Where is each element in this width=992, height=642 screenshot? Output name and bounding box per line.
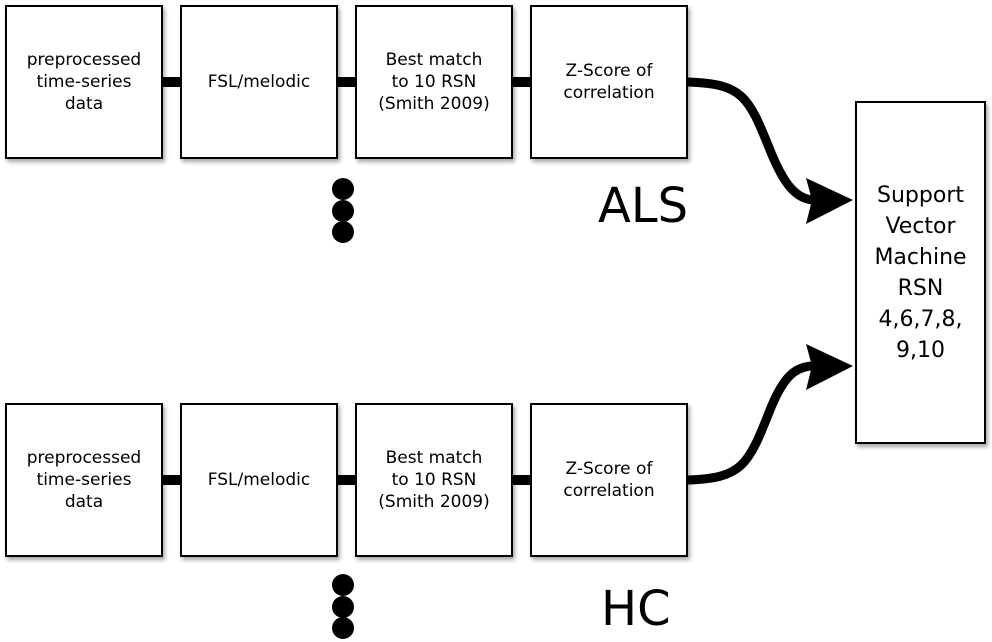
hc-group-label: HC: [601, 581, 671, 637]
node-text-line: Support: [877, 182, 964, 208]
node-text-line: 4,6,7,8,: [878, 306, 963, 332]
connector-bar: [513, 475, 530, 485]
connector-bar: [163, 475, 180, 485]
continuation-dot: [332, 200, 354, 222]
node-text-line: to 10 RSN: [391, 470, 477, 490]
node-text-line: Z-Score of: [565, 61, 653, 81]
node-text-line: Best match: [385, 448, 483, 468]
node-text-line: to 10 RSN: [391, 72, 477, 92]
hc-step-melodic: FSL/melodic: [180, 403, 338, 557]
als-step-best-match: Best match to 10 RSN (Smith 2009): [355, 5, 513, 159]
node-text-line: Vector: [885, 213, 956, 239]
node-text-line: (Smith 2009): [378, 94, 490, 114]
node-text-line: Best match: [385, 50, 483, 70]
node-text-line: 9,10: [896, 337, 945, 363]
hc-step-best-match: Best match to 10 RSN (Smith 2009): [355, 403, 513, 557]
continuation-dot: [332, 221, 354, 243]
node-text-line: preprocessed: [26, 448, 142, 468]
hc-arrow-curve: [683, 361, 817, 485]
connector-bar: [163, 77, 180, 87]
node-text-line: (Smith 2009): [378, 492, 490, 512]
node-text-line: RSN: [897, 275, 944, 301]
continuation-dot: [332, 617, 354, 639]
node-text-line: preprocessed: [26, 50, 142, 70]
svm-classifier-box: Support Vector Machine RSN 4,6,7,8, 9,10: [855, 101, 986, 444]
node-text-line: time-series: [36, 470, 132, 490]
node-text-line: Machine: [874, 244, 967, 270]
als-step-zscore: Z-Score of correlation: [530, 5, 688, 159]
node-text-line: FSL/melodic: [207, 470, 311, 490]
node-text-line: data: [64, 492, 104, 512]
node-text-line: correlation: [563, 481, 655, 501]
continuation-dot: [332, 596, 354, 618]
connector-bar: [338, 77, 355, 87]
continuation-dot: [332, 574, 354, 596]
hc-step-preprocessed: preprocessed time-series data: [5, 403, 163, 557]
node-text-line: Z-Score of: [565, 459, 653, 479]
hc-arrow-head: [806, 344, 853, 390]
als-step-preprocessed: preprocessed time-series data: [5, 5, 163, 159]
als-arrow-curve: [683, 77, 817, 205]
node-text-line: time-series: [36, 72, 132, 92]
als-step-melodic: FSL/melodic: [180, 5, 338, 159]
hc-step-zscore: Z-Score of correlation: [530, 403, 688, 557]
als-group-label: ALS: [598, 178, 689, 234]
node-text-line: correlation: [563, 83, 655, 103]
connector-bar: [338, 475, 355, 485]
node-text-line: data: [64, 94, 104, 114]
continuation-dot: [332, 178, 354, 200]
node-text-line: FSL/melodic: [207, 72, 311, 92]
connector-bar: [513, 77, 530, 87]
als-arrow-head: [806, 178, 853, 224]
